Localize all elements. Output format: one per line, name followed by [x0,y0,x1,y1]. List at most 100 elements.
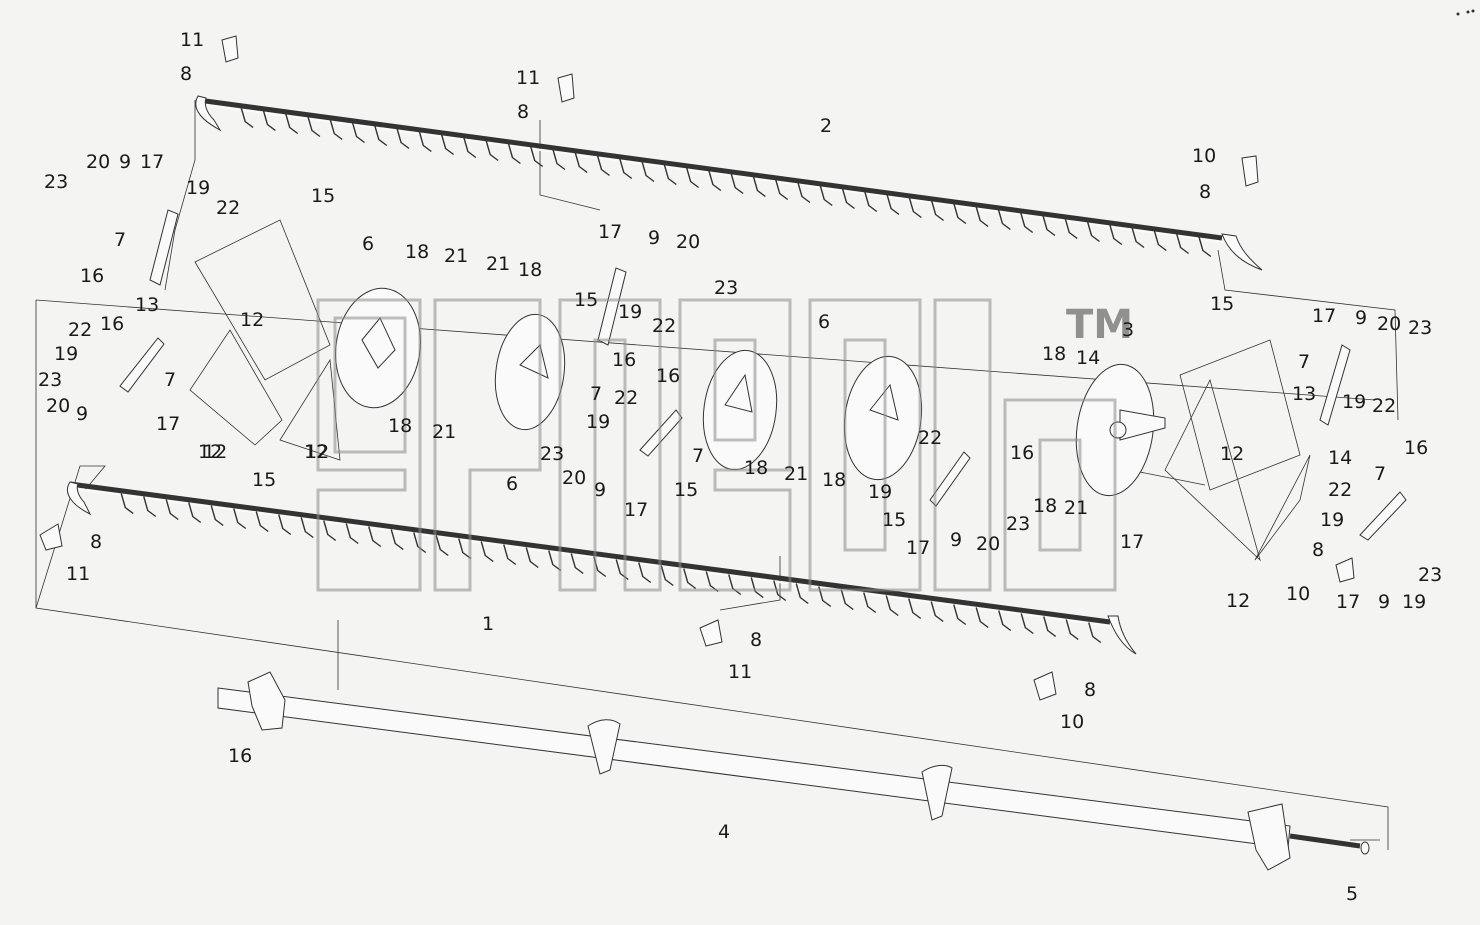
callout-label: 19 [618,301,642,323]
callout-label: 12 [305,441,329,463]
tine [1198,236,1212,258]
callout-label: 15 [1210,293,1234,315]
callout-label: 14 [1328,447,1352,469]
tine [413,532,427,554]
tine [574,152,588,174]
callout-label: 19 [54,343,78,365]
callout-label: 23 [44,171,68,193]
tine [886,194,900,216]
callout-label: 11 [728,661,752,683]
tine-bar-upper [195,95,1263,271]
hardware-clips [39,35,1355,701]
callout-label: 7 [1298,351,1310,373]
callout-label: 13 [135,294,159,316]
callout-label: 20 [676,231,700,253]
callout-label: 22 [216,197,240,219]
tine [1131,227,1145,249]
tine [233,508,247,530]
tine-bar-lower [67,481,1137,655]
callout-label: 11 [180,29,204,51]
tine [730,173,744,195]
callout-label: 22 [614,387,638,409]
callout-label: 12 [304,441,328,463]
callout-label: 9 [594,479,606,501]
callout-label: 6 [362,233,374,255]
tine [683,568,697,590]
callout-label: 12 [1220,443,1244,465]
tine [1064,218,1078,240]
tine [795,583,809,605]
callout-label: 12 [198,441,222,463]
callout-label: 12 [1226,590,1250,612]
callout-label: 9 [1378,591,1390,613]
callout-label: 4 [718,821,730,843]
callout-label: 8 [1084,679,1096,701]
callout-label: 9 [76,403,88,425]
callout-label: 23 [1408,317,1432,339]
callout-label: 10 [1286,583,1310,605]
callout-label: 18 [744,457,768,479]
callout-label: 22 [68,319,92,341]
tine [440,134,455,156]
watermark-tm: TM [1066,302,1133,348]
tine [307,116,321,138]
tine [638,562,652,584]
callout-label: 7 [590,383,602,405]
tine [240,107,254,129]
callout-label: 15 [574,289,598,311]
callout-label: 8 [750,629,762,651]
tines-lower [120,493,1102,644]
tine [953,203,967,225]
tine [773,580,787,602]
callout-label: 20 [46,395,70,417]
tine [998,610,1012,632]
tine [390,529,404,551]
callout-label: 7 [114,229,126,251]
tine [485,140,499,162]
callout-label: 7 [164,369,176,391]
tine [463,137,477,159]
callout-label: 19 [586,411,610,433]
callout-label: 22 [918,427,942,449]
tine [1088,622,1102,644]
tine [997,209,1011,231]
callout-label: 23 [1418,564,1442,586]
callout-label: 21 [486,253,510,275]
callout-label: 11 [66,563,90,585]
tine [1020,212,1034,234]
main-shaft [217,671,1370,871]
tine [507,143,521,165]
callout-label: 3 [1122,319,1134,341]
callout-label: 22 [652,315,676,337]
callout-label: 16 [656,365,680,387]
tine [530,146,544,168]
callout-label: 23 [540,443,564,465]
callout-label: 16 [1404,437,1428,459]
callout-label: 20 [976,533,1000,555]
callout-label: 18 [518,259,542,281]
tine [368,526,382,548]
callout-label: 2 [820,115,832,137]
callout-label: 16 [80,265,104,287]
tine [752,176,766,198]
tine [396,128,410,150]
callout-label: 17 [1312,305,1336,327]
callout-label: 8 [1312,539,1324,561]
tine [345,523,359,545]
tine [908,197,922,219]
tine [1020,613,1034,635]
tine [908,598,922,620]
tine [143,496,157,518]
arm-plates [189,219,1311,562]
callout-label: 18 [1033,495,1057,517]
tine [480,541,494,563]
tine [525,547,539,569]
callout-label: 23 [1006,513,1030,535]
callout-label: 17 [1120,531,1144,553]
tine [210,505,224,527]
callout-label: 12 [203,441,227,463]
callout-label: 7 [692,445,704,467]
callout-label: 17 [1336,591,1360,613]
tine [1065,619,1079,641]
tine [120,493,134,515]
